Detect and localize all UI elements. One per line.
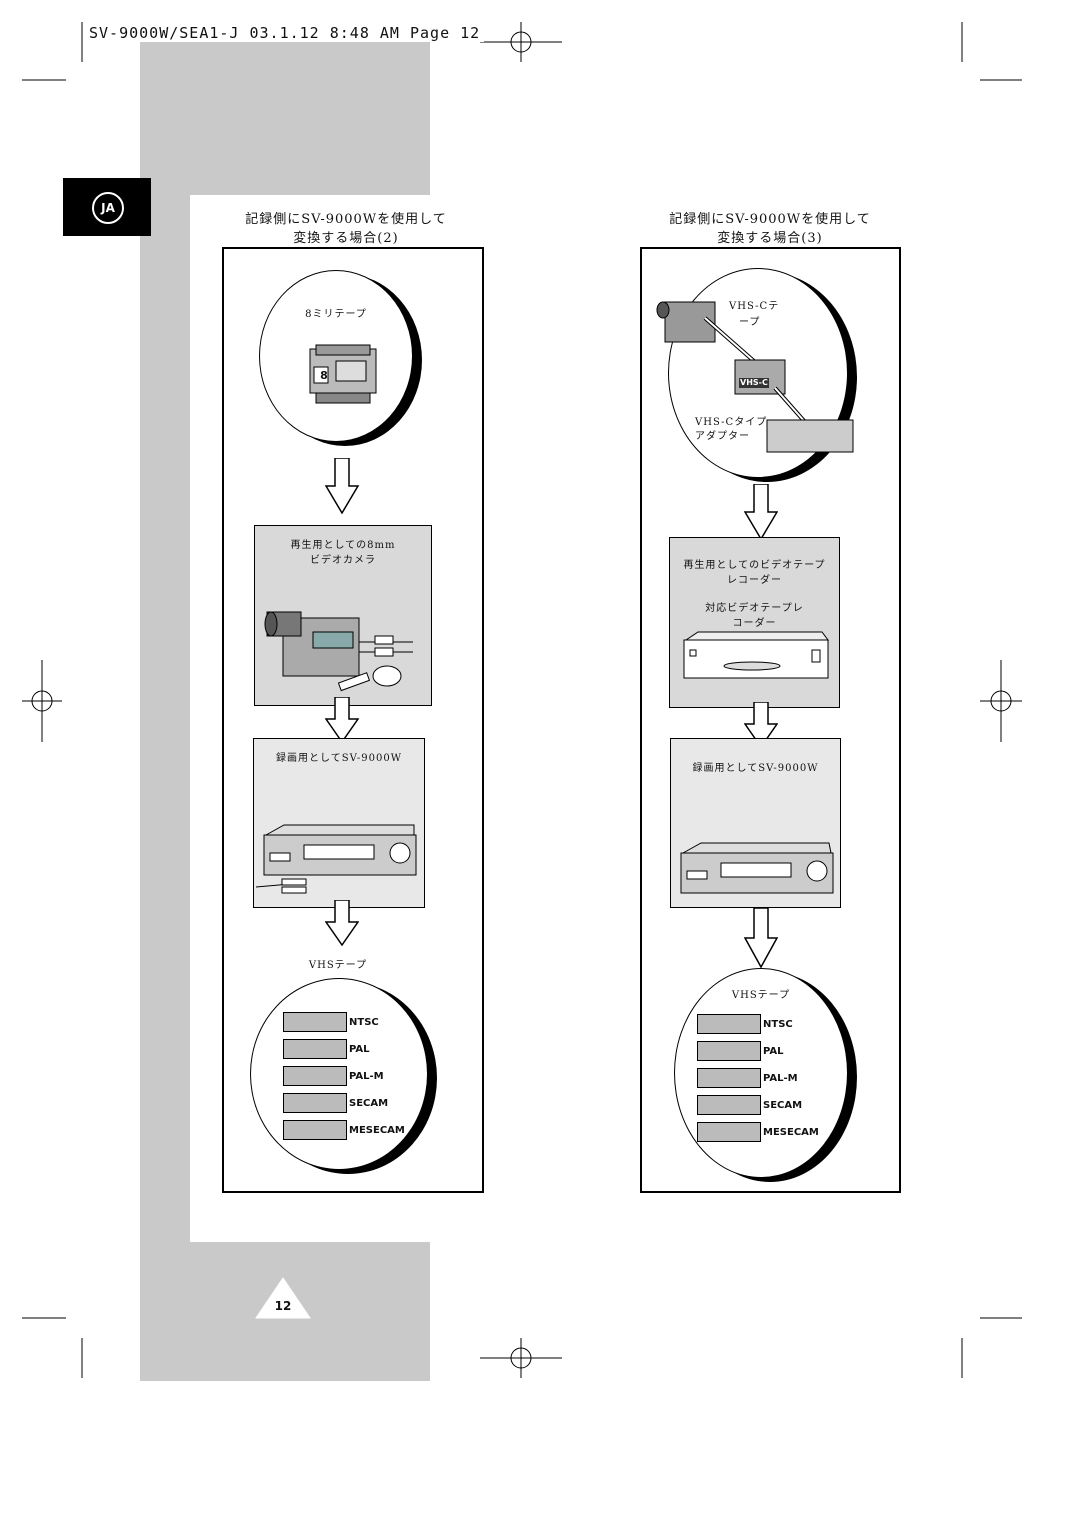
arrow-down-icon (325, 900, 359, 946)
arrow-down-icon (325, 458, 359, 514)
right-vhs-label: VHSテープ (731, 990, 791, 1001)
right-record-box: 録画用としてSV-9000W (670, 738, 841, 908)
camcorder-illustration (264, 611, 413, 692)
tape-label-pal-m: PAL-M (349, 1071, 384, 1082)
tape-label-pal: PAL (763, 1046, 784, 1057)
arrow-down-icon (744, 908, 778, 968)
right-record-label: 録画用としてSV-9000W (692, 763, 819, 774)
vhsc-tape-badge: VHS-C (740, 378, 768, 387)
left-play-box: 再生用としての8mm ビデオカメラ (254, 525, 432, 706)
right-play-label-1: 再生用としてのビデオテープ (683, 560, 826, 571)
left-vhs-label: VHSテープ (308, 960, 368, 971)
tape-label-ntsc: NTSC (349, 1017, 379, 1028)
arrow-down-icon (744, 484, 778, 540)
tape-label-pal-m: PAL-M (763, 1073, 798, 1084)
tape-label-pal: PAL (349, 1044, 370, 1055)
tape-label-mesecam: MESECAM (349, 1125, 405, 1136)
8mm-tape-badge: 8 (320, 369, 328, 382)
vcr-sv9000w-illustration (680, 842, 834, 894)
left-play-label-2: ビデオカメラ (310, 555, 376, 566)
vhs-tape-row: PAL-M (697, 1066, 837, 1093)
right-play-box: 再生用としてのビデオテープ レコーダー 対応ビデオテープレ コーダー (669, 537, 840, 708)
vhs-tape-row: MESECAM (697, 1120, 837, 1147)
right-compat-label-1: 対応ビデオテープレ (705, 603, 804, 614)
arrow-down-icon (744, 702, 778, 748)
tape-label-secam: SECAM (349, 1098, 389, 1109)
page-number: 12 (274, 1299, 292, 1313)
right-title-line1: 記録側にSV-9000Wを使用して (669, 212, 871, 227)
left-title-line2: 変換する場合(2) (293, 231, 399, 246)
vhsc-camcorder-adapter-illustration (656, 301, 854, 453)
left-vhs-tape-list: NTSC PAL PAL-M SECAM MESECAM (283, 1010, 423, 1145)
vhs-tape-row: SECAM (283, 1091, 423, 1118)
gray-panel-side (140, 150, 190, 1381)
vhs-tape-row: SECAM (697, 1093, 837, 1120)
right-title-line2: 変換する場合(3) (717, 231, 823, 246)
vhs-tape-row: NTSC (697, 1012, 837, 1039)
left-circle-label: 8ミリテープ (305, 309, 367, 320)
right-play-label-2: レコーダー (727, 575, 782, 586)
vcr-player-illustration (683, 631, 829, 679)
tape-label-ntsc: NTSC (763, 1019, 793, 1030)
print-header: SV-9000W/SEA1-J 03.1.12 8:48 AM Page 12 (85, 24, 485, 42)
right-vhs-tape-list: NTSC PAL PAL-M SECAM MESECAM (697, 1012, 837, 1147)
language-badge: JA (92, 192, 124, 224)
left-title-line1: 記録側にSV-9000Wを使用して (245, 212, 447, 227)
left-title: 記録側にSV-9000Wを使用して 変換する場合(2) (226, 210, 466, 248)
right-compat-label-2: コーダー (732, 618, 777, 629)
left-play-label-1: 再生用としての8mm (290, 540, 396, 551)
language-tab: JA (63, 178, 151, 236)
left-record-box: 録画用としてSV-9000W (253, 738, 425, 908)
right-adapter-label-2: アダプター (695, 431, 750, 442)
arrow-down-icon (325, 697, 359, 743)
left-source-circle: 8ミリテープ 8 (259, 270, 413, 442)
vcr-sv9000w-illustration (255, 824, 417, 894)
tape-label-secam: SECAM (763, 1100, 803, 1111)
page-number-triangle (255, 1277, 311, 1319)
tape-label-mesecam: MESECAM (763, 1127, 819, 1138)
8mm-tape-illustration (309, 344, 377, 404)
vhs-tape-row: NTSC (283, 1010, 423, 1037)
vhs-tape-row: MESECAM (283, 1118, 423, 1145)
right-circle-label-2: ープ (739, 317, 761, 328)
right-circle-label-1: VHS-Cテ (729, 301, 780, 312)
vhs-tape-row: PAL (283, 1037, 423, 1064)
right-title: 記録側にSV-9000Wを使用して 変換する場合(3) (650, 210, 890, 248)
left-record-label: 録画用としてSV-9000W (276, 753, 402, 764)
vhs-tape-row: PAL-M (283, 1064, 423, 1091)
vhs-tape-row: PAL (697, 1039, 837, 1066)
right-adapter-label-1: VHS-Cタイプ (695, 417, 768, 428)
